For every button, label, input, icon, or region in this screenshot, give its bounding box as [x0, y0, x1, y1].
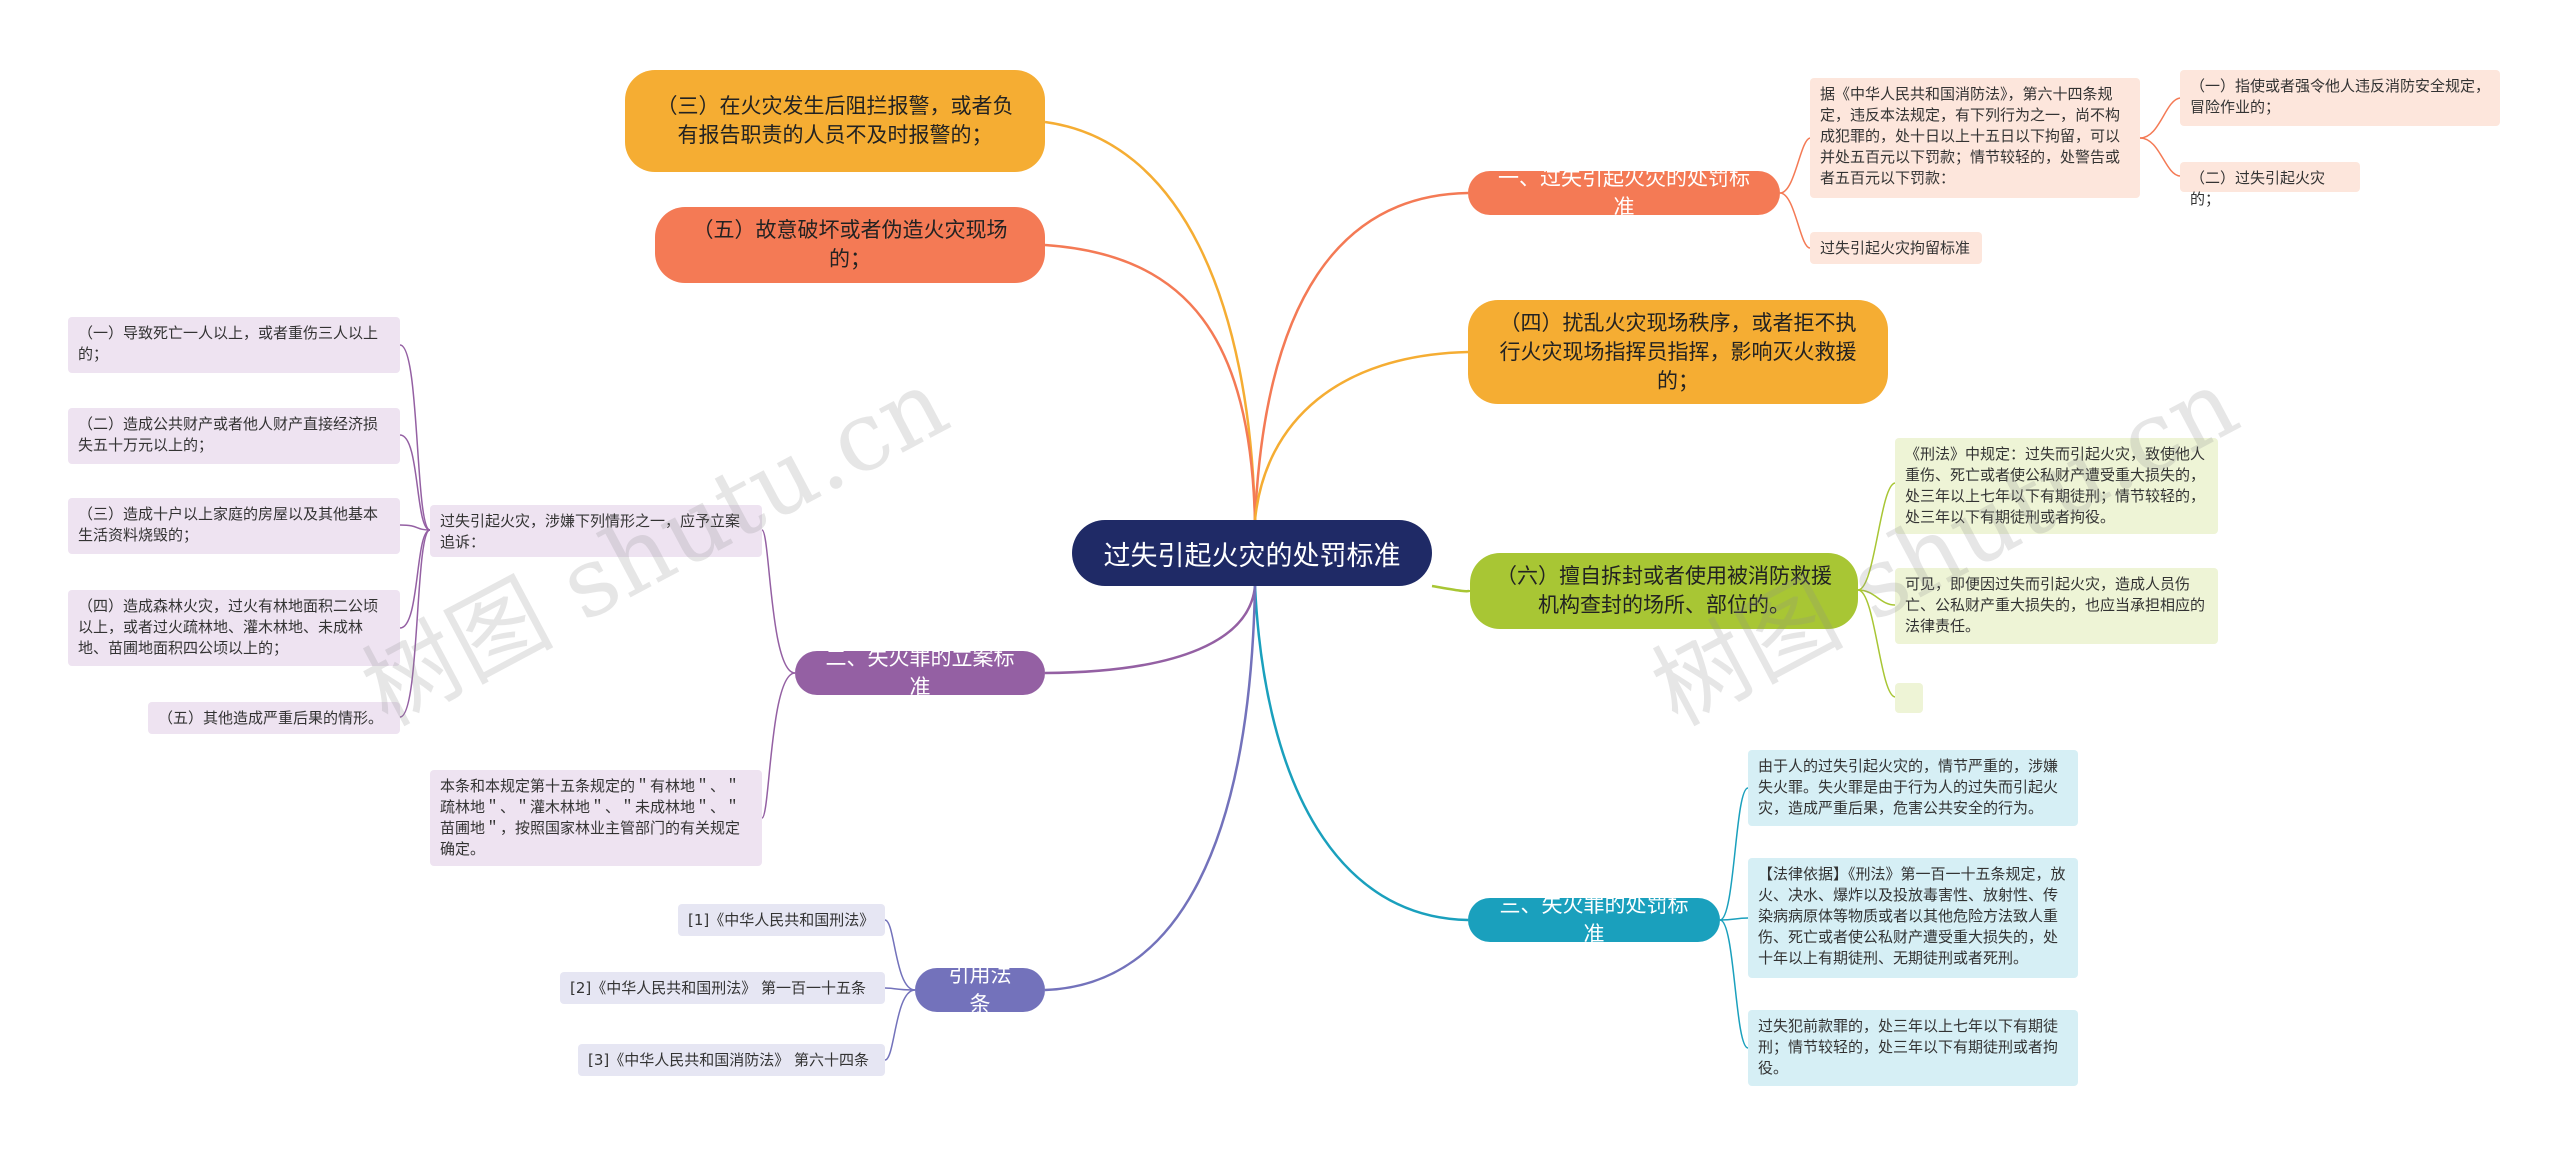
leaf-legal-basis-115: 【法律依据】《刑法》第一百一十五条规定，放火、决水、爆炸以及投放毒害性、放射性、… [1748, 858, 2078, 978]
ref-item-3[interactable]: [3]《中华人民共和国消防法》 第六十四条 [578, 1044, 885, 1076]
ref-item-1[interactable]: [1]《中华人民共和国刑法》 [678, 904, 885, 936]
link-root-b4 [1253, 350, 1469, 521]
leaf-condition-2: （二）造成公共财产或者他人财产直接经济损失五十万元以上的； [68, 408, 400, 464]
leaf-condition-1: （一）导致死亡一人以上，或者重伤三人以上的； [68, 317, 400, 373]
leaf-one-sub-1: （一）指使或者强令他人违反消防安全规定，冒险作业的； [2180, 70, 2500, 126]
branch-one-penalty-standard[interactable]: 一、过失引起火灾的处罚标准 [1468, 166, 1780, 219]
leaf-legal-responsibility: 可见，即便因过失而引起火灾，造成人员伤亡、公私财产重大损失的，也应当承担相应的法… [1895, 568, 2218, 644]
leaf-forest-land-note: 本条和本规定第十五条规定的＂有林地＂、＂疏林地＂、＂灌木林地＂、＂未成林地＂、＂… [430, 770, 762, 866]
branch-two-filing-standard[interactable]: 二、失火罪的立案标准 [795, 646, 1045, 699]
root-node[interactable]: 过失引起火灾的处罚标准 [1072, 520, 1432, 586]
branch-cited-laws[interactable]: 引用法条 [915, 963, 1045, 1016]
branch-item-3[interactable]: （三）在火灾发生后阻拦报警，或者负有报告职责的人员不及时报警的； [625, 70, 1045, 172]
link-root-b5 [1044, 243, 1257, 521]
link-root-b3 [1044, 120, 1257, 521]
leaf-fire-law-article-64: 据《中华人民共和国消防法》，第六十四条规定，违反本法规定，有下列行为之一，尚不构… [1810, 78, 2140, 198]
link-root-one [1253, 191, 1469, 521]
branch-item-6[interactable]: （六）擅自拆封或者使用被消防救援机构查封的场所、部位的。 [1470, 553, 1858, 629]
ref-item-2[interactable]: [2]《中华人民共和国刑法》 第一百一十五条 [560, 972, 885, 1004]
leaf-condition-3: （三）造成十户以上家庭的房屋以及其他基本生活资料烧毁的； [68, 498, 400, 554]
leaf-arson-definition: 由于人的过失引起火灾的，情节严重的，涉嫌失火罪。失火罪是由于行为人的过失而引起火… [1748, 750, 2078, 826]
leaf-one-sub-2: （二）过失引起火灾的； [2180, 162, 2360, 208]
branch-three-arson-penalty[interactable]: 三、失火罪的处罚标准 [1468, 893, 1720, 946]
branch-item-4[interactable]: （四）扰乱火灾现场秩序，或者拒不执行火灾现场指挥员指挥，影响灭火救援的； [1468, 300, 1888, 404]
leaf-criminal-law-negligence: 《刑法》中规定：过失而引起火灾，致使他人重伤、死亡或者使公私财产遭受重大损失的，… [1895, 438, 2218, 534]
leaf-empty [1895, 683, 1923, 713]
branch-item-5[interactable]: （五）故意破坏或者伪造火灾现场的； [655, 207, 1045, 283]
leaf-negligence-penalty: 过失犯前款罪的，处三年以上七年以下有期徒刑；情节较轻的，处三年以下有期徒刑或者拘… [1748, 1010, 2078, 1086]
link-root-two [1044, 585, 1257, 675]
leaf-filing-conditions: 过失引起火灾，涉嫌下列情形之一，应予立案追诉： [430, 505, 762, 557]
link-root-ref [1044, 585, 1257, 992]
leaf-detention-standard: 过失引起火灾拘留标准 [1810, 232, 1982, 264]
leaf-condition-4: （四）造成森林火灾，过火有林地面积二公顷以上，或者过火疏林地、灌木林地、未成林地… [68, 590, 400, 666]
leaf-condition-5: （五）其他造成严重后果的情形。 [148, 702, 400, 734]
link-root-b6 [1431, 584, 1472, 593]
link-root-three [1253, 585, 1469, 922]
